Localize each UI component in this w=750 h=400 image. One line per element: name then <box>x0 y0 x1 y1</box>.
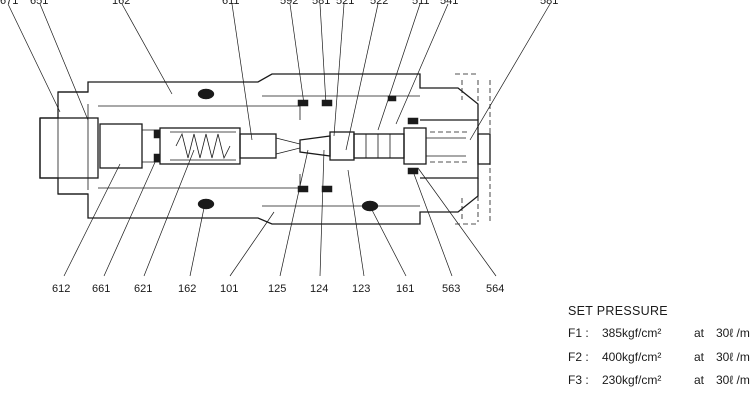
part-label-522: 522 <box>370 0 388 7</box>
pressure-code: F3 : <box>568 373 589 387</box>
part-label-162-bottom: 162 <box>178 283 196 295</box>
at-label: at <box>694 373 705 387</box>
flow-value: 30ℓ /min <box>716 350 750 364</box>
valve-housing-outline <box>39 73 491 225</box>
part-label-671: 671 <box>0 0 18 7</box>
valve-internals <box>99 123 470 169</box>
part-label-125: 125 <box>268 283 286 295</box>
pressure-value: 400kgf/cm² <box>602 350 662 364</box>
pressure-value: 230kgf/cm² <box>602 373 662 387</box>
part-labels-bottom: 612 661 621 162 101 125 124 123 161 563 … <box>52 283 504 295</box>
part-label-661: 661 <box>92 283 110 295</box>
seal-rings <box>197 88 419 212</box>
leader-lines-top <box>7 3 551 151</box>
part-labels-top: 671 651 162 611 592 581 521 522 511 541 … <box>0 0 558 7</box>
part-label-123: 123 <box>352 283 370 295</box>
part-label-611: 611 <box>222 0 240 7</box>
part-label-581-right: 581 <box>540 0 558 7</box>
flow-value: 30ℓ /min <box>716 373 750 387</box>
part-label-592: 592 <box>280 0 298 7</box>
flow-value: 30ℓ /min <box>716 326 750 340</box>
pressure-row-f2: F2 : 400kgf/cm² at 30ℓ /min <box>568 350 750 364</box>
part-label-651: 651 <box>30 0 48 7</box>
part-label-124: 124 <box>310 283 328 295</box>
pressure-value: 385kgf/cm² <box>602 326 662 340</box>
set-pressure-title: SET PRESSURE <box>568 304 668 318</box>
part-label-581-left: 581 <box>312 0 330 7</box>
pressure-row-f1: F1 : 385kgf/cm² at 30ℓ /min <box>568 326 750 340</box>
part-label-162-top: 162 <box>112 0 130 7</box>
part-label-563: 563 <box>442 283 460 295</box>
at-label: at <box>694 326 705 340</box>
part-label-101: 101 <box>220 283 238 295</box>
part-label-564: 564 <box>486 283 504 295</box>
pressure-code: F2 : <box>568 350 589 364</box>
pressure-row-f3: F3 : 230kgf/cm² at 30ℓ /min <box>568 373 750 387</box>
leader-lines-bottom <box>63 149 497 277</box>
part-label-161: 161 <box>396 283 414 295</box>
at-label: at <box>694 350 705 364</box>
part-label-541: 541 <box>440 0 458 7</box>
part-label-612: 612 <box>52 283 70 295</box>
part-label-511: 511 <box>412 0 430 7</box>
part-label-521: 521 <box>336 0 354 7</box>
part-label-621: 621 <box>134 283 152 295</box>
pressure-code: F1 : <box>568 326 589 340</box>
